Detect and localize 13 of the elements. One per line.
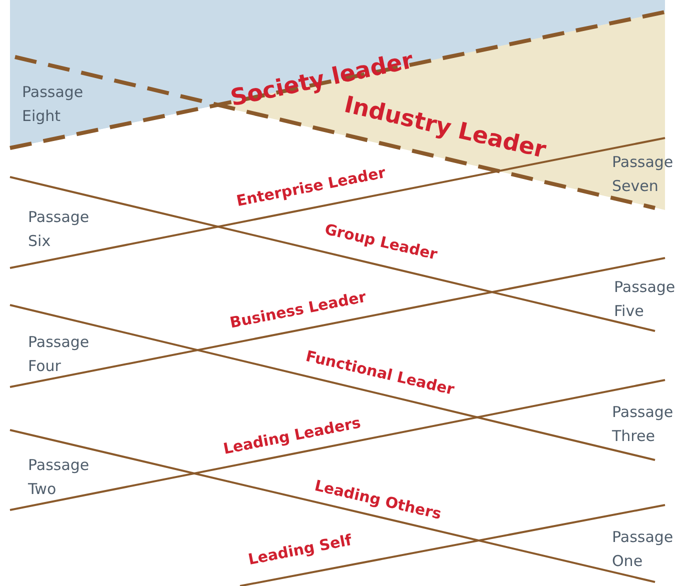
passage-label: Passage Eight [22, 82, 84, 127]
stage-label: Enterprise Leader [234, 162, 388, 212]
passage-label: Passage One [612, 527, 674, 572]
passage-label: Passage Six [28, 207, 90, 252]
stage-label: Business Leader [228, 286, 368, 334]
passage-label: Passage Five [614, 277, 676, 322]
passage-label: Passage Two [28, 455, 90, 500]
stage-label: Group Leader [322, 219, 440, 266]
passage-label: Passage Three [612, 402, 674, 447]
passage-label: Passage Four [28, 332, 90, 377]
passage-label: Passage Seven [612, 152, 674, 197]
stage-label: Leading Leaders [221, 412, 363, 460]
stage-label: Leading Self [246, 530, 354, 571]
